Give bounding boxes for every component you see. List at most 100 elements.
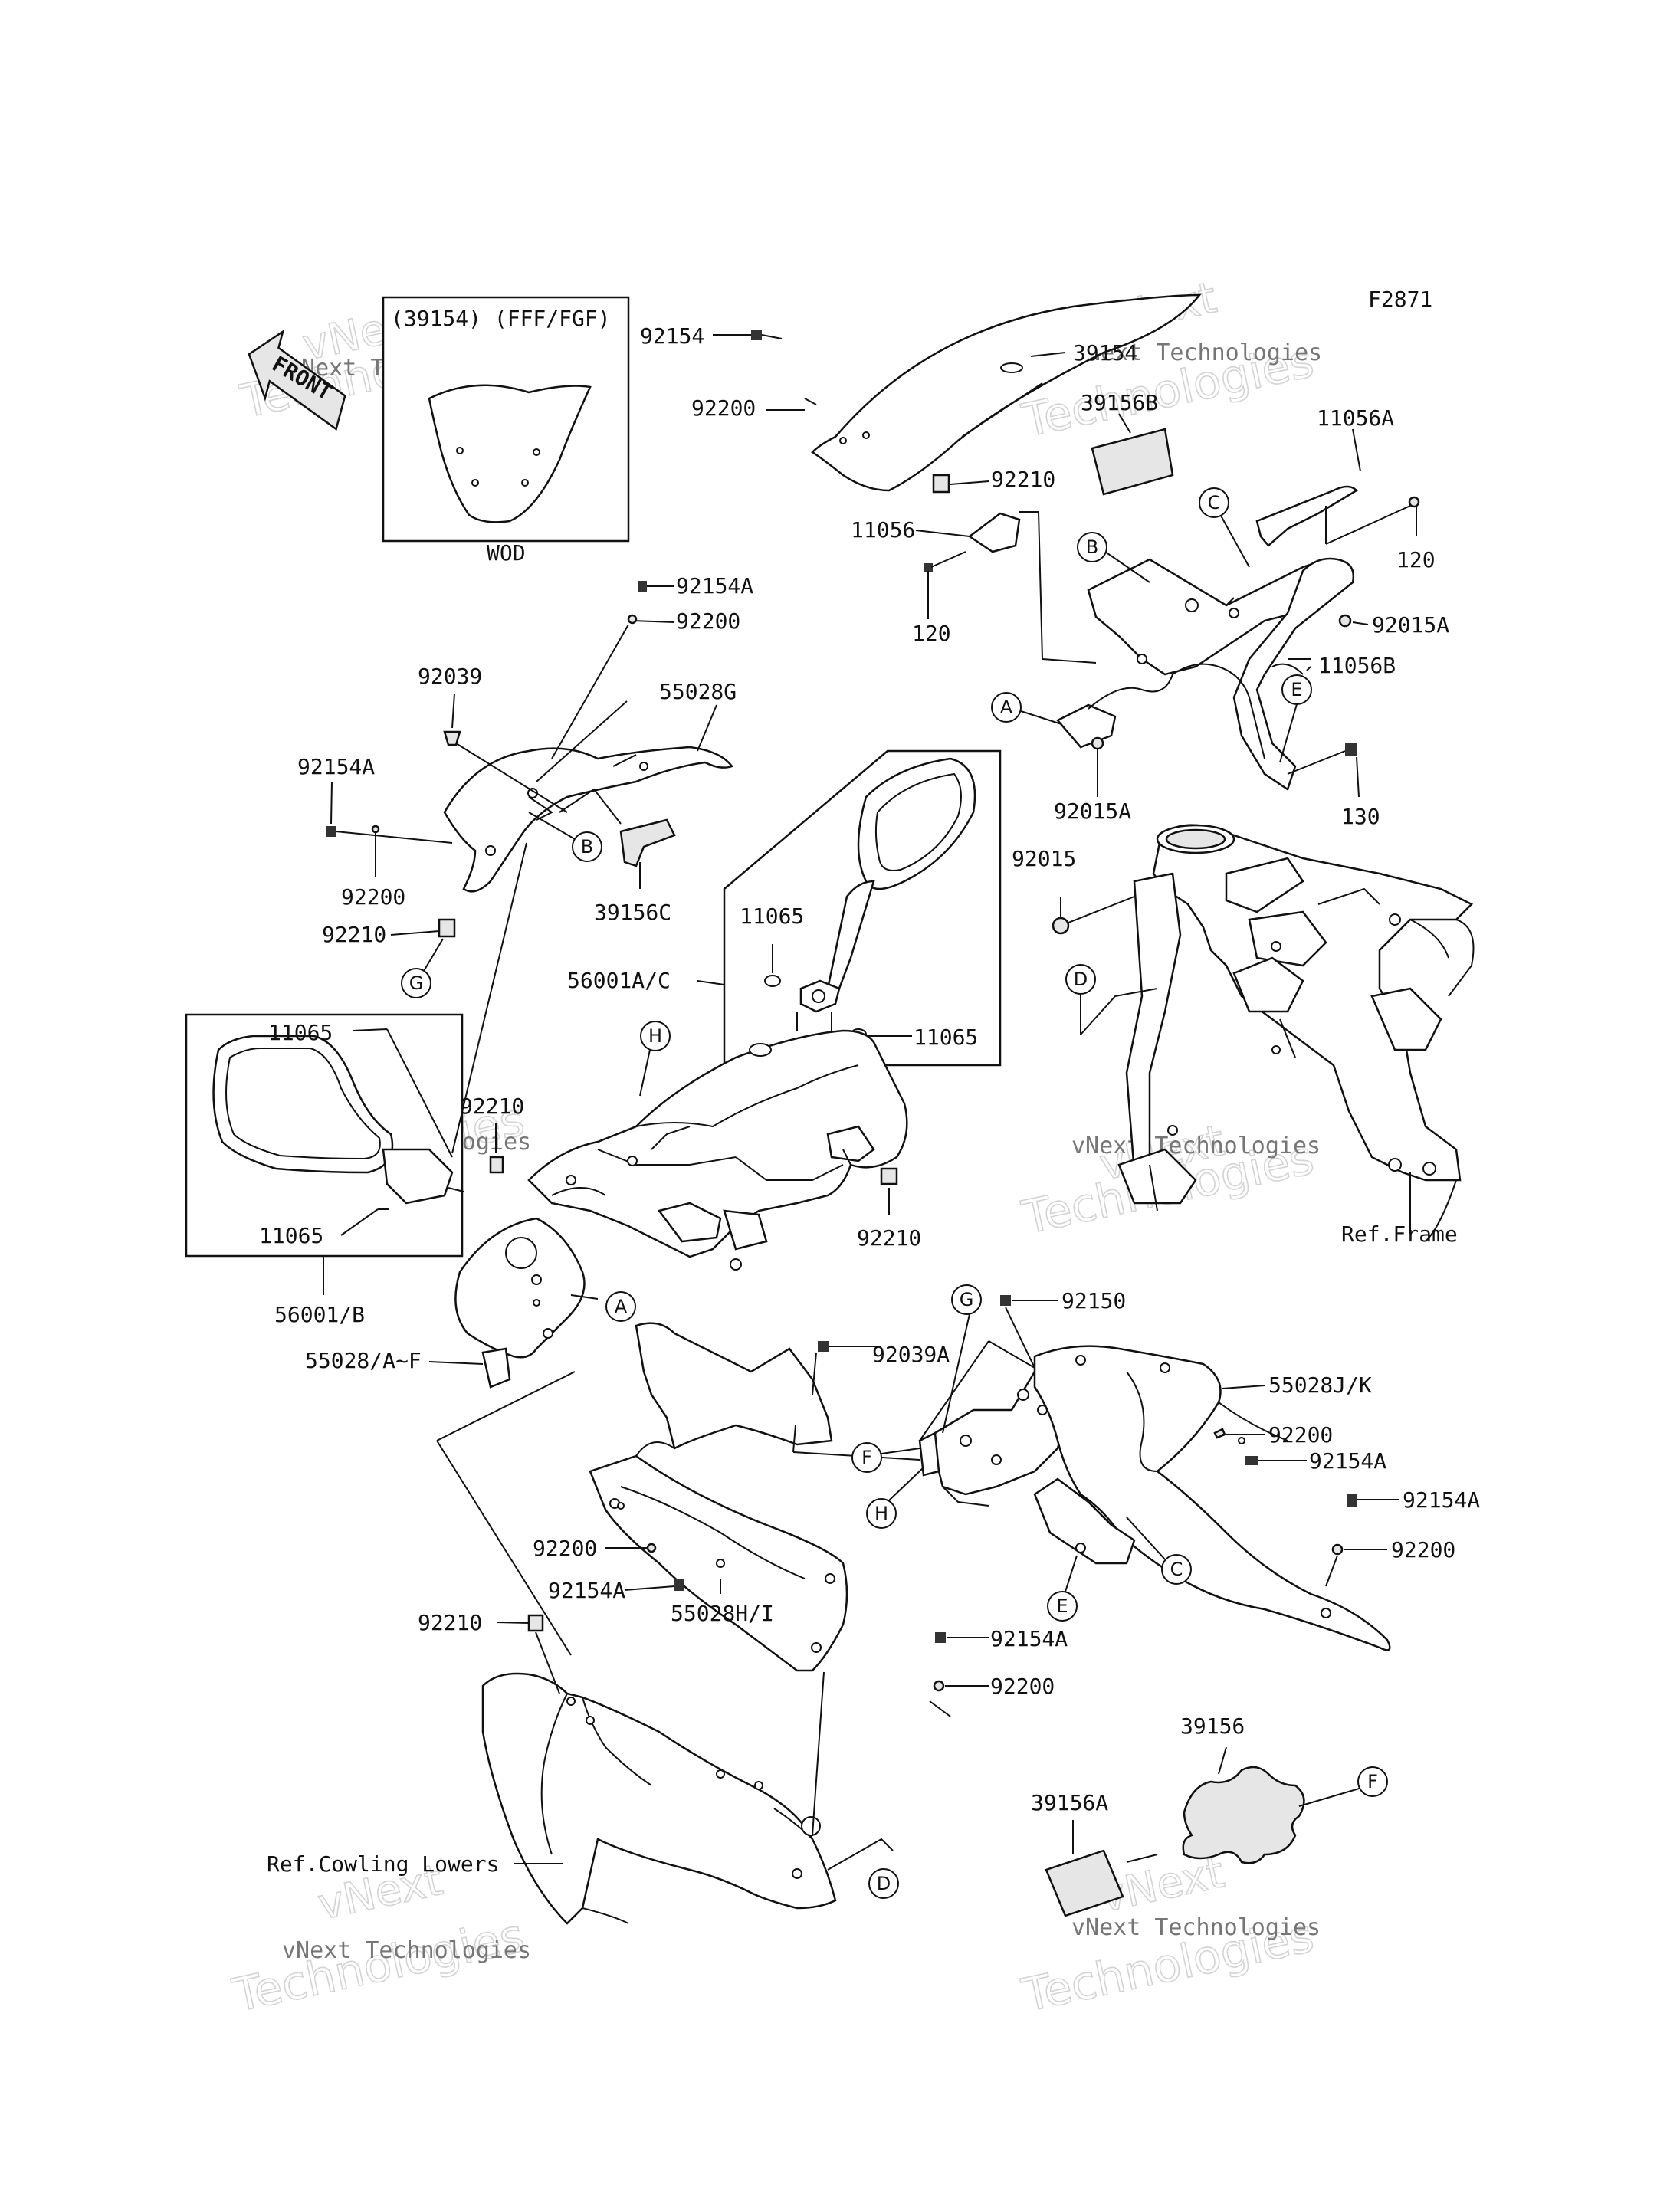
part-number-label: 39156A <box>1031 1790 1108 1815</box>
upper-cowl-inner <box>527 1029 908 1271</box>
part-number-label: 92210 <box>322 922 386 947</box>
callout-letter: A <box>1000 697 1013 718</box>
inner-cover-55028G <box>443 746 734 893</box>
callout-C-mid: C <box>1161 1554 1192 1585</box>
part-number-label: 92039A <box>872 1342 950 1367</box>
mirror-inset-left <box>185 1013 464 1258</box>
callout-letter: D <box>877 1873 891 1894</box>
bolt-92154 <box>713 330 817 405</box>
subframe-11056B <box>1056 557 1355 791</box>
part-number-label: 92200 <box>691 395 756 421</box>
callout-letter: G <box>960 1289 974 1310</box>
callout-letter: A <box>615 1296 628 1317</box>
callout-A-top: A <box>991 692 1022 723</box>
part-number-label: 92200 <box>341 884 405 910</box>
pad-39156 <box>1182 1746 1365 1864</box>
bracket-E <box>1033 1477 1136 1565</box>
part-number-label: 92150 <box>1061 1288 1126 1313</box>
bracket-11056 <box>915 511 1097 664</box>
watermark-text: vNext Technologies <box>282 1937 531 1964</box>
part-number-label: 92154A <box>297 754 375 779</box>
part-number-label: 39156B <box>1081 390 1158 415</box>
callout-B-left: B <box>572 831 602 862</box>
part-number-label: 56001A/C <box>567 968 671 993</box>
part-number-label: 11065 <box>268 1020 333 1045</box>
part-number-label: 92039 <box>418 664 482 689</box>
part-number-label: 92200 <box>1391 1537 1455 1562</box>
watermark-text: vNext Technologies <box>1071 1133 1321 1159</box>
watermark-text: vNext Technologies <box>1071 1914 1321 1941</box>
pad-39156B <box>1091 413 1174 496</box>
part-number-label: 11056B <box>1318 653 1396 678</box>
side-panel-55028HI <box>589 1322 848 1672</box>
callout-letter: B <box>1086 536 1098 558</box>
part-number-label: 92154 <box>640 323 704 349</box>
figure-id: F2871 <box>1368 287 1432 312</box>
callout-D-bottom: D <box>868 1868 899 1899</box>
part-number-label: 55028J/K <box>1268 1372 1372 1398</box>
side-cowl-55028JK <box>1033 1345 1391 1651</box>
part-number-label: 39156 <box>1180 1713 1245 1739</box>
part-number-label: 120 <box>912 621 951 646</box>
part-number-label: 92154A <box>548 1578 625 1603</box>
mirror-inset <box>723 749 1002 1067</box>
callout-letter: F <box>1367 1771 1378 1792</box>
grommet-92210-top <box>932 474 989 494</box>
callout-letter: H <box>648 1025 662 1047</box>
callout-letter: E <box>1056 1595 1068 1617</box>
callout-letter: D <box>1074 969 1088 990</box>
part-number-label: 39154 <box>1073 340 1137 366</box>
callout-letter: F <box>861 1447 872 1468</box>
windscreen-inset: (39154) (FFF/FGF) WOD <box>382 296 630 566</box>
part-number-label: 56001/B <box>274 1302 365 1327</box>
callout-H-right: H <box>866 1498 897 1529</box>
bolt-130 <box>1287 743 1360 798</box>
callout-F-bottom: F <box>1357 1766 1388 1797</box>
pad-39156A <box>1045 1820 1158 1917</box>
callout-D-top: D <box>1065 964 1096 995</box>
part-number-label: 130 <box>1341 804 1380 829</box>
cowling-lower <box>481 1671 894 1925</box>
callout-F-mid: F <box>851 1442 882 1473</box>
callout-letter: C <box>1208 492 1221 513</box>
watermark-text: Technologies <box>228 1909 530 2023</box>
part-number-label: 92154A <box>990 1626 1068 1651</box>
part-number-label: 55028H/I <box>671 1601 774 1626</box>
part-number-label: 11056 <box>851 517 915 543</box>
frame-front <box>1080 824 1475 1242</box>
callout-letter: C <box>1170 1559 1183 1580</box>
callout-G-right: G <box>951 1284 982 1315</box>
bracket-11056A <box>1255 428 1420 547</box>
windshield <box>811 293 1202 492</box>
part-number-label: 92154A <box>676 573 753 598</box>
part-number-label: 92200 <box>676 608 740 634</box>
callout-C-top: C <box>1199 487 1229 518</box>
callout-B-top: B <box>1077 532 1107 562</box>
callout-G-left: G <box>401 968 431 998</box>
part-number-label: 11065 <box>740 903 804 929</box>
callout-E-mid: E <box>1047 1591 1078 1622</box>
watermark-bottom-left: vNext Technologies vNext Technologies <box>228 1854 531 2023</box>
part-number-label: 92154A <box>1309 1448 1386 1474</box>
part-number-label: 92210 <box>991 467 1055 492</box>
part-number-label: 92015 <box>1012 846 1076 871</box>
front-duct-55028AF <box>454 1217 586 1389</box>
callout-E-top: E <box>1281 674 1312 705</box>
part-number-label: 92200 <box>533 1536 597 1561</box>
callout-letter: H <box>874 1503 888 1524</box>
part-number-label: 92015A <box>1054 798 1131 824</box>
part-number-label: Ref.Frame <box>1341 1221 1458 1247</box>
part-number-label: 55028G <box>659 679 737 704</box>
part-number-label: Ref.Cowling Lowers <box>267 1851 499 1877</box>
part-number-label: 92210 <box>418 1610 482 1635</box>
part-number-label: 92210 <box>460 1094 524 1119</box>
part-number-label: 11065 <box>259 1223 323 1248</box>
part-number-label: 11065 <box>914 1025 978 1050</box>
callout-H-mid: H <box>640 1021 671 1051</box>
part-number-label: 11056A <box>1317 405 1394 431</box>
part-number-label: (39154) (FFF/FGF) <box>391 306 611 331</box>
callout-letter: E <box>1291 679 1302 700</box>
callout-letter: G <box>409 972 424 994</box>
callout-letter: B <box>581 836 593 857</box>
part-number-label: 92154A <box>1403 1487 1480 1513</box>
